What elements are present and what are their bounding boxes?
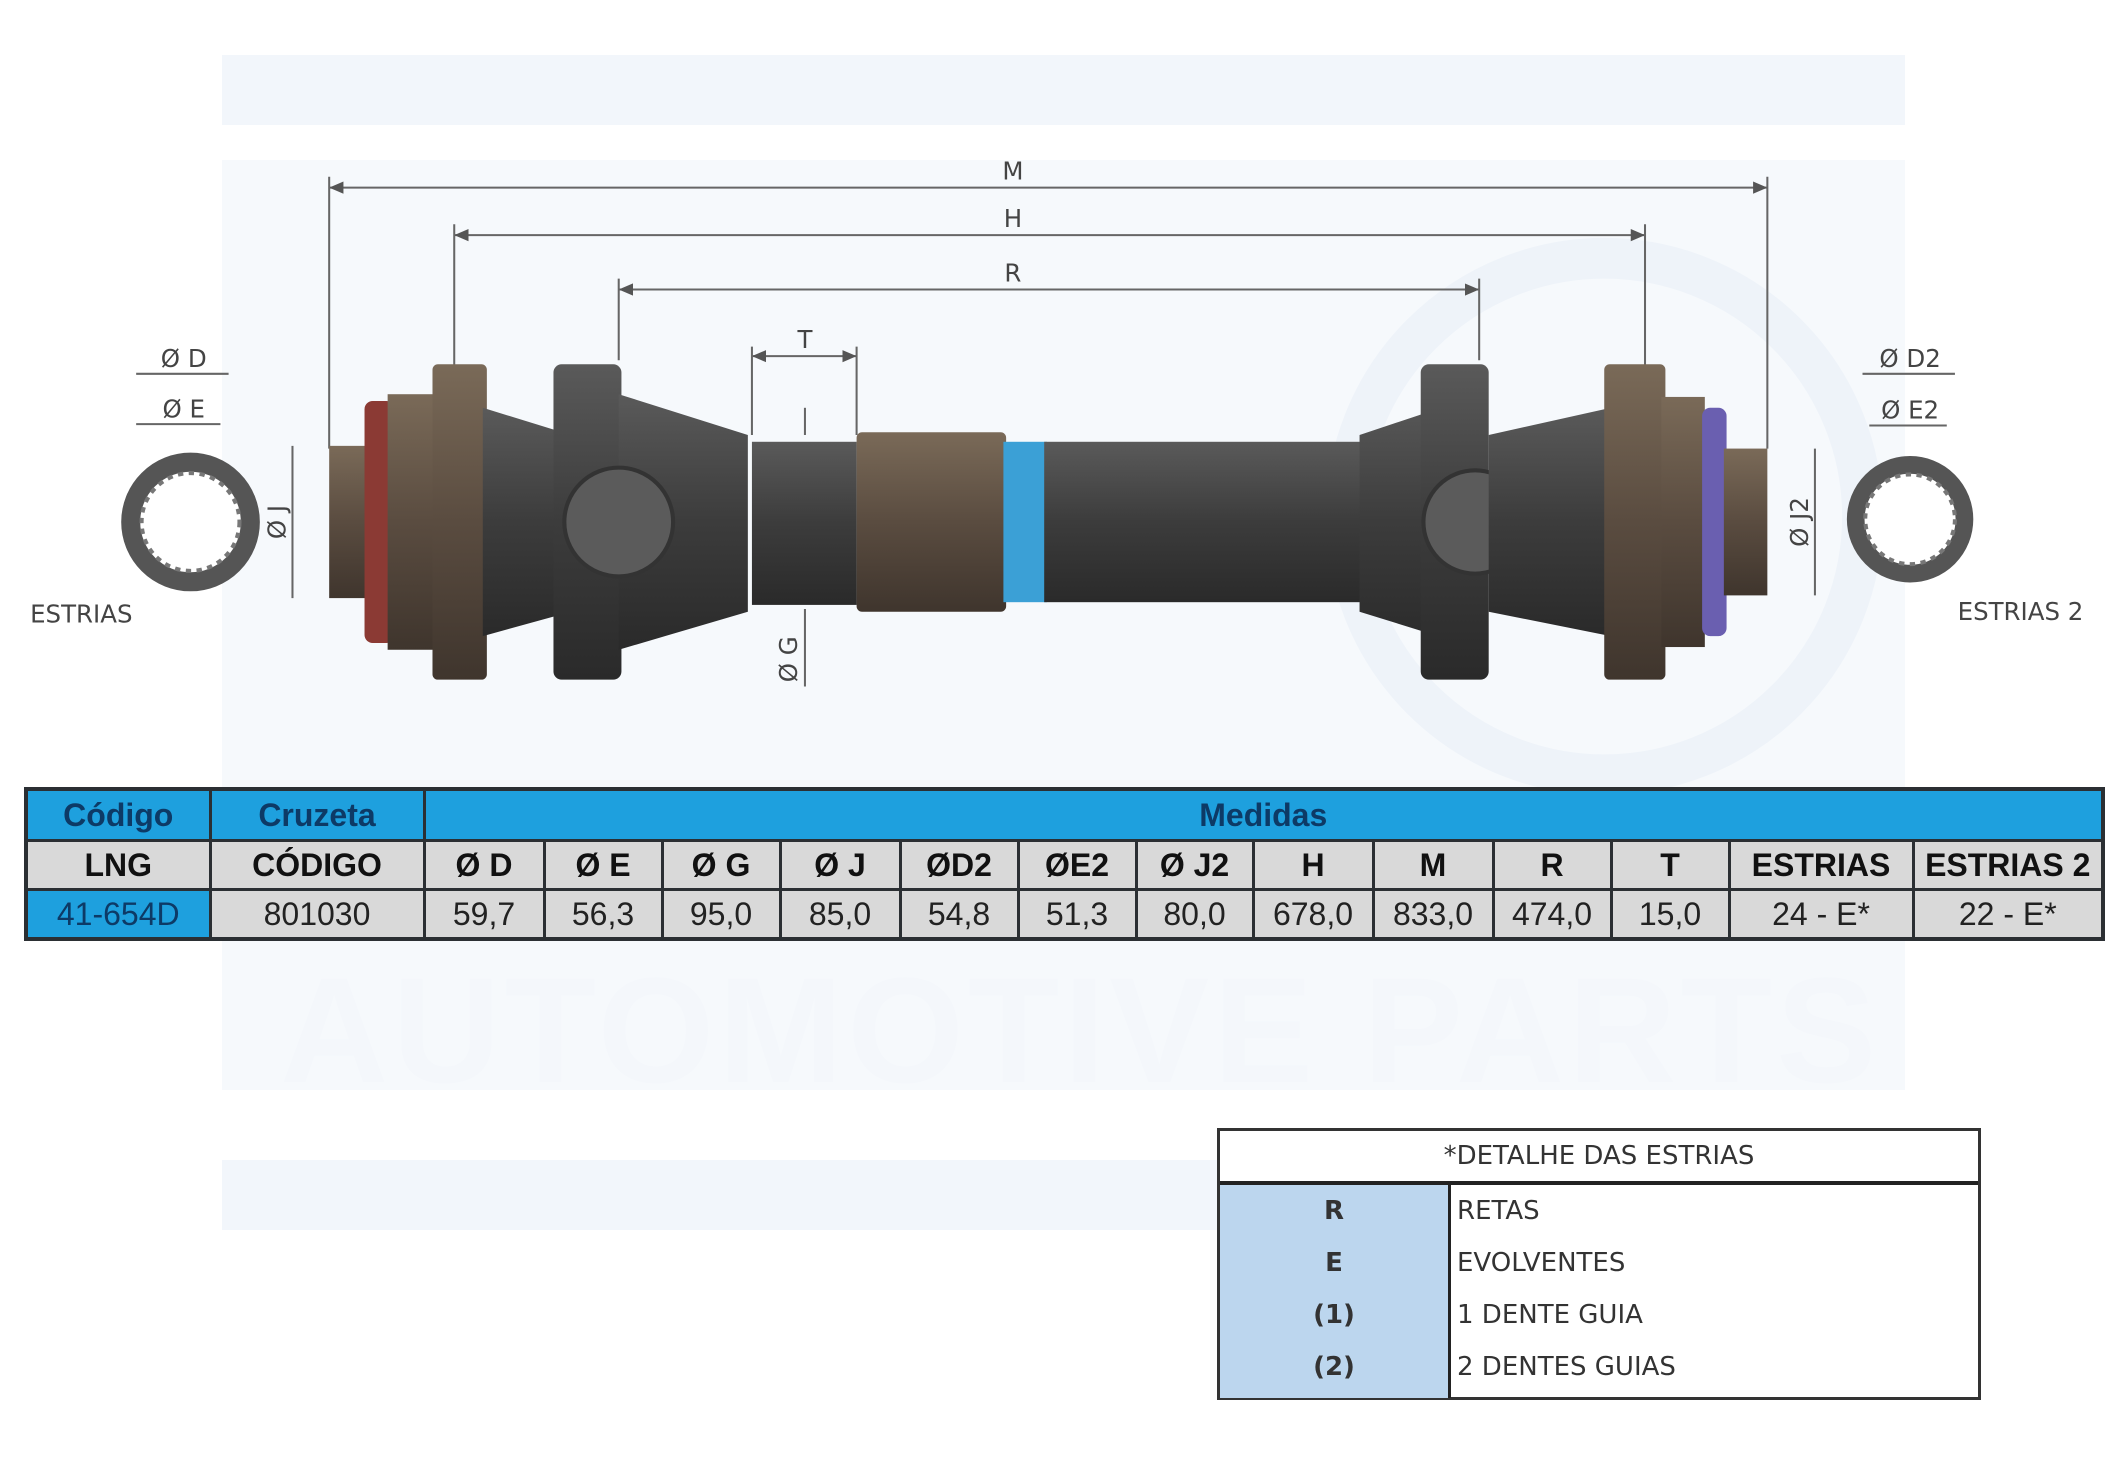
label-d: Ø D — [161, 344, 207, 373]
table-cell: 51,3 — [1016, 888, 1138, 941]
legend-value: RETAS — [1457, 1196, 1540, 1226]
legend-key: R — [1323, 1196, 1345, 1226]
table-cell: 24 - E* — [1727, 888, 1915, 941]
legend-values: RETAS EVOLVENTES 1 DENTE GUIA 2 DENTES GUIA… — [1451, 1185, 1978, 1398]
spline-ring-left-icon — [121, 452, 260, 592]
label-estrias-2: ESTRIAS 2 — [1958, 597, 2084, 626]
label-e2: Ø E2 — [1881, 396, 1939, 425]
table-cell: 678,0 — [1251, 888, 1375, 941]
header-codigo: Código — [24, 787, 212, 842]
driveshaft-body — [329, 364, 1768, 680]
legend-key: (2) — [1313, 1352, 1355, 1382]
label-d2: Ø D2 — [1879, 344, 1940, 373]
label-r: R — [1004, 258, 1021, 287]
table-cell: 80,0 — [1134, 888, 1255, 941]
column-header: ESTRIAS — [1727, 839, 1915, 891]
table-cell: 22 - E* — [1911, 888, 2105, 941]
label-t: T — [796, 325, 813, 354]
table-cell: 85,0 — [778, 888, 902, 941]
legend-value: 2 DENTES GUIAS — [1457, 1352, 1676, 1382]
table-cell: 474,0 — [1491, 888, 1613, 941]
column-header: ØD2 — [898, 839, 1020, 891]
column-header: Ø D — [422, 839, 546, 891]
column-header: ESTRIAS 2 — [1911, 839, 2105, 891]
column-header: Ø G — [660, 839, 782, 891]
spline-ring-right-icon — [1846, 456, 1974, 583]
label-j: Ø J — [263, 505, 292, 539]
watermark-tagline: AUTOMOTIVE PARTS — [280, 946, 1881, 1114]
label-g: Ø G — [774, 636, 803, 682]
table-cell: 41-654D — [24, 888, 212, 941]
watermark-band — [222, 55, 1905, 125]
column-header: T — [1609, 839, 1731, 891]
column-header: ØE2 — [1016, 839, 1138, 891]
column-header: Ø E — [542, 839, 664, 891]
column-header: Ø J2 — [1134, 839, 1255, 891]
legend-key: (1) — [1313, 1300, 1355, 1330]
column-header: Ø J — [778, 839, 902, 891]
group-header-row: Código Cruzeta Medidas — [24, 787, 2105, 842]
table-cell: 56,3 — [542, 888, 664, 941]
label-j2: Ø J2 — [1785, 497, 1814, 547]
column-header: CÓDIGO — [208, 839, 426, 891]
label-e: Ø E — [162, 394, 204, 423]
table-cell: 801030 — [208, 888, 426, 941]
label-h: H — [1004, 204, 1022, 233]
label-estrias: ESTRIAS — [30, 600, 132, 629]
legend-key: E — [1325, 1248, 1343, 1278]
legend-value: EVOLVENTES — [1457, 1248, 1626, 1278]
table-cell: 833,0 — [1371, 888, 1495, 941]
header-medidas: Medidas — [422, 787, 2105, 842]
header-cruzeta: Cruzeta — [208, 787, 426, 842]
column-header: M — [1371, 839, 1495, 891]
column-header: LNG — [24, 839, 212, 891]
label-m: M — [1002, 156, 1023, 185]
table-cell: 95,0 — [660, 888, 782, 941]
table-cell: 59,7 — [422, 888, 546, 941]
column-header: R — [1491, 839, 1613, 891]
column-header: H — [1251, 839, 1375, 891]
legend-value: 1 DENTE GUIA — [1457, 1300, 1643, 1330]
table-cell: 15,0 — [1609, 888, 1731, 941]
table-cell: 54,8 — [898, 888, 1020, 941]
legend-title: *DETALHE DAS ESTRIAS — [1220, 1131, 1978, 1185]
